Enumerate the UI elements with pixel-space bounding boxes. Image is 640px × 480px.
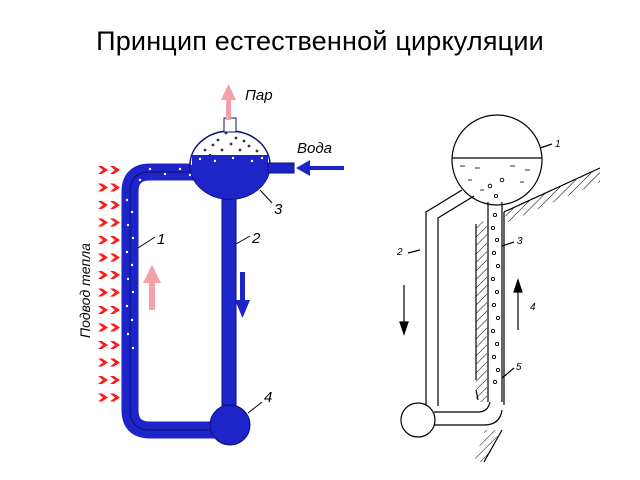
heat-arrow-icon (110, 201, 120, 209)
heat-arrow-icon (98, 376, 108, 384)
steam-drum (189, 117, 295, 200)
heat-arrow-icon (98, 253, 108, 262)
callout-line-4 (247, 401, 263, 414)
left-diagram: Пар Вода 1 2 3 4 Подвод тепла (77, 84, 344, 446)
downcomer-pipe (221, 189, 237, 411)
right-lower-collector (400, 402, 436, 438)
callout-line-3 (259, 189, 273, 204)
steam-arrow-icon (221, 84, 236, 120)
right-diagram (399, 114, 601, 463)
heat-arrow-icon (98, 271, 108, 279)
heat-arrow-icon (98, 341, 108, 349)
left-label-2: 2 (251, 230, 261, 247)
right-callout-2 (407, 249, 421, 254)
heat-arrow-icon (110, 166, 120, 174)
lower-collector (209, 404, 251, 446)
heat-arrow-icon (110, 288, 120, 297)
wall-hatch-left (476, 220, 487, 402)
drum-steam-dots (203, 131, 259, 157)
up-flow-arrow-icon (143, 265, 161, 310)
heat-arrow-icon (98, 358, 108, 367)
right-riser-pipe (487, 202, 503, 402)
right-label-1: 1 (555, 139, 561, 150)
riser-pipe-left-outline (129, 171, 215, 431)
steam-label: Пар (245, 87, 273, 104)
heat-arrow-icon (110, 323, 120, 332)
heat-arrow-icon (110, 306, 120, 314)
heat-arrow-icon (98, 218, 108, 227)
heat-arrow-icon (110, 341, 120, 349)
drum-water-bubbles (198, 156, 264, 163)
right-label-3: 3 (517, 236, 523, 247)
right-callout-3 (501, 241, 515, 247)
riser-bubbles (125, 167, 192, 350)
right-label-2: 2 (396, 247, 403, 258)
furnace-wall-outline (475, 167, 601, 463)
heat-arrow-icon (110, 236, 120, 244)
heat-arrow-icon (98, 306, 108, 314)
heat-arrow-icon (110, 376, 120, 384)
page-title: Принцип естественной циркуляции (96, 26, 544, 56)
furnace-wall-hatching (504, 168, 600, 222)
down-flow-arrow-icon (235, 272, 250, 318)
heat-arrow-icon (98, 183, 108, 192)
wall-bottom-edge (475, 389, 479, 401)
right-callout-5 (501, 367, 515, 379)
heat-arrow-icon (110, 393, 120, 402)
right-riser-bubbles (487, 177, 505, 385)
callout-line-1 (137, 236, 156, 249)
heat-arrow-icon (98, 323, 108, 332)
left-label-3: 3 (274, 201, 283, 218)
callout-line-2 (235, 235, 251, 245)
wall-hatch-bottom (474, 430, 500, 462)
heat-arrow-icon (98, 393, 108, 402)
right-label-5: 5 (516, 362, 522, 373)
heat-arrow-icon (110, 183, 120, 192)
right-downcomer-pipe (425, 189, 475, 406)
right-down-arrow-icon (399, 285, 409, 336)
drum-water-dashes (460, 165, 530, 191)
heat-arrow-icon (110, 358, 120, 367)
heat-arrow-icon (98, 288, 108, 297)
heat-arrow-icon (110, 253, 120, 262)
left-label-4: 4 (264, 389, 272, 406)
heat-arrows (98, 166, 120, 402)
heat-arrow-icon (98, 166, 108, 174)
heat-arrow-icon (98, 236, 108, 244)
right-drum (451, 114, 543, 206)
right-up-arrow-icon (513, 278, 523, 330)
downcomer-loop-pipe (121, 163, 215, 439)
right-callout-1 (539, 143, 553, 149)
heat-arrow-icon (110, 271, 120, 279)
right-bottom-pipe (434, 401, 503, 426)
left-label-1: 1 (157, 231, 165, 248)
heat-input-label: Подвод тепла (77, 243, 93, 338)
right-label-4: 4 (530, 302, 536, 313)
heat-arrow-icon (98, 201, 108, 209)
water-arrow-icon (296, 160, 344, 176)
water-label: Вода (297, 140, 332, 157)
right-labels: 1 2 3 4 5 (396, 139, 561, 373)
heat-arrow-icon (110, 218, 120, 227)
